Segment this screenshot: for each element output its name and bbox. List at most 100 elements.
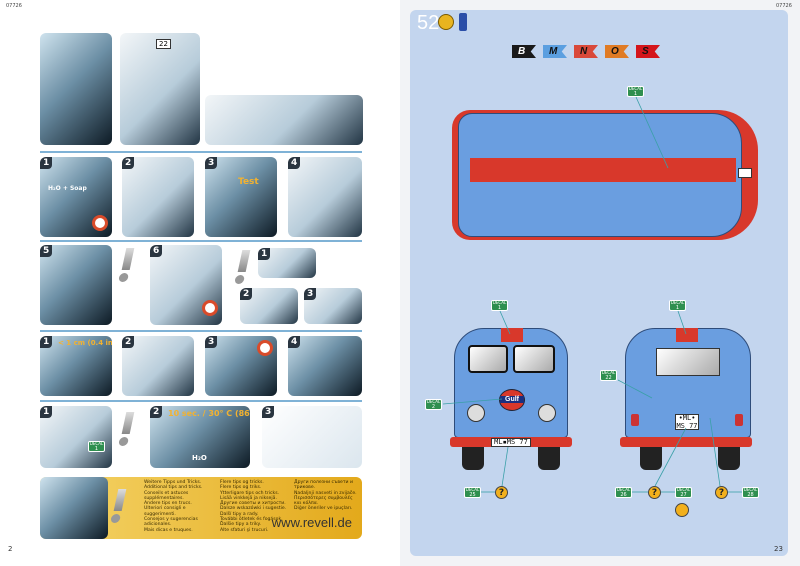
step-glue: 4 bbox=[288, 157, 362, 237]
step-gate-4: 4 bbox=[288, 336, 362, 396]
decal-number: 1 bbox=[675, 304, 680, 311]
decal-label: DECAL bbox=[743, 487, 758, 492]
decal-number: 1 bbox=[94, 445, 99, 452]
step-number: 2 bbox=[122, 336, 135, 348]
tip-line: Additional tips and tricks. bbox=[144, 485, 203, 491]
decal-label: DECAL bbox=[676, 487, 691, 492]
materials-image bbox=[205, 95, 363, 145]
cut-decal-icon bbox=[675, 503, 689, 517]
rear-bumper bbox=[620, 437, 752, 447]
tip-step-2: 2 bbox=[240, 288, 298, 324]
step-number: 6 bbox=[150, 245, 163, 257]
warning-icon bbox=[237, 250, 251, 272]
front-badge bbox=[738, 168, 752, 178]
water-label: H₂O bbox=[192, 454, 207, 462]
tip-line: Ulteriori consigli e suggerimenti. bbox=[144, 506, 186, 517]
tip-line: Περισσότερες συμβουλές και κόλπα. bbox=[294, 495, 353, 507]
front-wheel-right bbox=[538, 440, 560, 470]
warning-icon bbox=[121, 248, 135, 270]
tip-line: Diğer öneriler ve ipuçları. bbox=[294, 506, 353, 512]
step-caption: 10 sec. / 30° C (86°F) bbox=[168, 409, 250, 418]
tip-line: Alte sfaturi şi trucuri. bbox=[220, 527, 269, 533]
warning-icon bbox=[121, 412, 135, 434]
windshield-right bbox=[513, 345, 555, 373]
tail-light bbox=[631, 414, 639, 426]
plate-line-2: MS 77 bbox=[676, 421, 698, 430]
headlight bbox=[467, 404, 485, 422]
decal-label: DECAL bbox=[628, 86, 643, 91]
decal-number: 1 bbox=[633, 90, 638, 97]
step-number: 52 bbox=[417, 12, 440, 34]
tips-banner: Weitere Tipps und Tricks.Additional tips… bbox=[40, 477, 362, 539]
front-stripe bbox=[501, 328, 523, 342]
modeller-image bbox=[40, 33, 112, 145]
divider bbox=[40, 151, 362, 153]
decal-number: 27 bbox=[680, 491, 687, 498]
tip-line: Další tipy a rady. bbox=[220, 511, 259, 517]
tip-line: További ötletek és fogások. bbox=[220, 517, 283, 523]
page-number-right: 23 bbox=[774, 545, 783, 553]
step-cut: 2 bbox=[122, 157, 194, 237]
tip-line: Dalsze wskazówki i sugestie. bbox=[220, 506, 287, 512]
tip-line: Weitere Tipps und Tricks. bbox=[144, 480, 202, 485]
step-decal-soak: 210 sec. / 30° C (86°F)H₂O bbox=[150, 406, 250, 468]
decal-number: 28 bbox=[747, 491, 754, 498]
website-link[interactable]: www.revell.de bbox=[271, 515, 352, 530]
tip-line: Flere tips og triks. bbox=[220, 485, 262, 491]
step-number: 4 bbox=[288, 157, 301, 169]
paint-chip-M: M bbox=[543, 45, 567, 58]
decal-label: DECAL bbox=[601, 370, 616, 375]
right-page bbox=[410, 10, 788, 556]
computer-user-image bbox=[40, 477, 108, 539]
paint-pot-icon bbox=[459, 13, 467, 31]
tip-line: Други полезни съвети и трикове. bbox=[294, 480, 353, 491]
kit-number: 07726 bbox=[6, 3, 22, 9]
part-number-badge: 22 bbox=[156, 39, 171, 49]
optional-icon: ? bbox=[715, 486, 728, 499]
clock-icon bbox=[202, 300, 218, 316]
divider bbox=[40, 400, 362, 402]
step-decal-slide: 3 bbox=[262, 406, 362, 468]
step-number: 2 bbox=[240, 288, 253, 300]
tip-step-1: 1 bbox=[258, 248, 316, 278]
decal-label: DECAL bbox=[670, 300, 685, 305]
decal-label: DECAL bbox=[616, 487, 631, 492]
tip-line: Andere tips en trucs. bbox=[144, 501, 192, 507]
decal-number: 1 bbox=[497, 304, 502, 311]
step-gate-2: 2 bbox=[122, 336, 194, 396]
divider bbox=[40, 240, 362, 242]
paint-chip-O: O bbox=[605, 45, 629, 58]
step-number: 3 bbox=[205, 157, 218, 169]
step-number: 2 bbox=[122, 157, 135, 169]
tip-line: Flere tips og tricks. bbox=[220, 480, 264, 485]
paint-chip-N: N bbox=[574, 45, 598, 58]
decal-label: DECAL bbox=[465, 487, 480, 492]
tip-line: Conseils et astuces supplémentaires. bbox=[144, 490, 189, 501]
tip-line: Consejos y sugerencias adicionales. bbox=[144, 517, 198, 528]
step-number: 5 bbox=[40, 245, 53, 257]
tail-light bbox=[735, 414, 743, 426]
step-number: 3 bbox=[304, 288, 317, 300]
kit-number-right: 07726 bbox=[776, 3, 792, 9]
decal-number: 25 bbox=[469, 491, 476, 498]
headlight bbox=[538, 404, 556, 422]
roof-stripe bbox=[470, 158, 736, 182]
front-wheel-left bbox=[462, 440, 484, 470]
decal-step-icon bbox=[438, 14, 454, 30]
windshield-left bbox=[468, 345, 508, 373]
tip-line: Nadaljnji nasveti in zvijače. bbox=[294, 490, 357, 496]
page-number: 2 bbox=[8, 545, 13, 553]
warning-icon bbox=[113, 489, 127, 511]
tip-line: Lisää vinkkejä ja niksejä. bbox=[220, 495, 277, 501]
decal-number: 22 bbox=[605, 374, 612, 381]
step-caption: H₂O + Soap bbox=[48, 185, 87, 192]
tip-line: Mais dicas e truques. bbox=[144, 527, 193, 533]
plate-line-1: •ML• bbox=[678, 414, 696, 422]
tip-line: Ďalšie tipy a triky. bbox=[220, 522, 262, 528]
optional-icon: ? bbox=[648, 486, 661, 499]
